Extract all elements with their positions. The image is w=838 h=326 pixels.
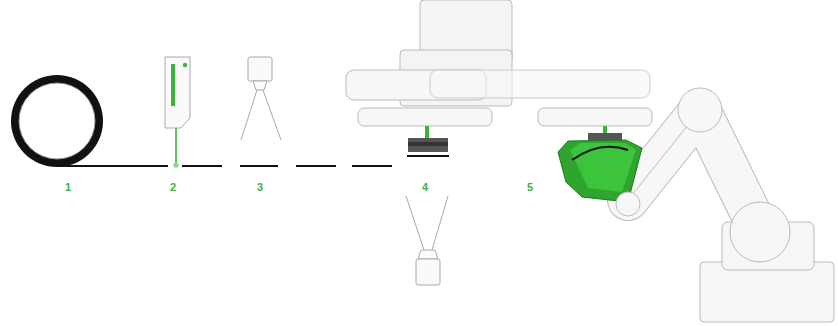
formed-part-face — [570, 143, 636, 192]
camera-body — [248, 57, 272, 81]
material-web — [57, 165, 168, 167]
camera-view — [263, 90, 281, 140]
laser-spot — [173, 162, 178, 167]
callout-number: 3 — [257, 182, 263, 193]
cut-piece — [182, 165, 222, 167]
laser-beam — [175, 128, 177, 164]
material-roll — [11, 75, 103, 167]
cut-piece — [352, 165, 392, 167]
callout-number: 4 — [422, 182, 428, 193]
roll-core — [19, 83, 95, 159]
callout-number: 1 — [65, 182, 71, 193]
scara-link-moved — [538, 108, 652, 126]
laser-head — [165, 57, 190, 128]
camera-view — [241, 90, 257, 140]
cut-piece — [296, 165, 336, 167]
placed-piece — [572, 147, 628, 160]
robot-base — [700, 262, 834, 322]
held-piece — [407, 155, 449, 157]
callout-number: 2 — [170, 182, 176, 193]
cut-piece — [240, 165, 278, 167]
laser-led — [183, 63, 187, 67]
scara-arm-moved — [430, 70, 650, 98]
camera-view — [406, 196, 424, 250]
shoulder-joint — [730, 202, 790, 262]
laser-indicator — [171, 64, 175, 106]
camera-view — [432, 196, 448, 250]
wrist-joint — [616, 192, 640, 216]
gripper-stem — [425, 126, 429, 139]
vacuum-pad-band — [408, 142, 448, 146]
camera-body — [416, 259, 440, 285]
elbow-joint — [678, 88, 722, 132]
vacuum-pad — [408, 138, 448, 152]
camera-lens — [418, 250, 438, 259]
scara-link — [358, 108, 492, 126]
callout-number: 5 — [527, 182, 533, 193]
camera-lens — [253, 81, 267, 90]
